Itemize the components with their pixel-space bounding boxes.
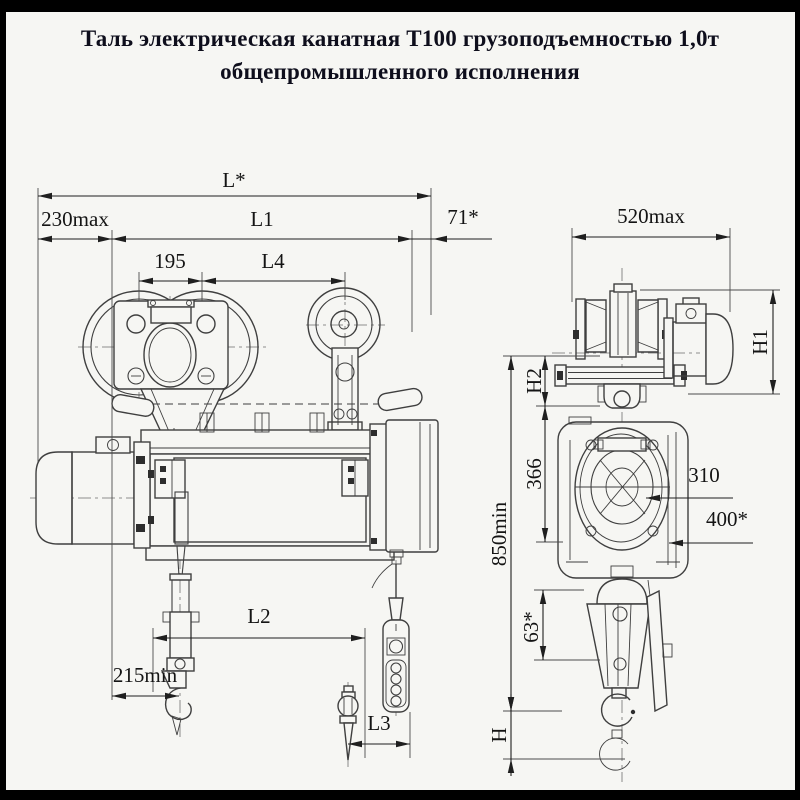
travel-motor xyxy=(663,297,734,385)
dim-label: 400* xyxy=(706,507,748,531)
dim-l4: L4 xyxy=(202,249,345,285)
trolley-wheel-right xyxy=(307,287,381,434)
pendant-button xyxy=(390,662,402,674)
electric-cabinet xyxy=(369,419,439,598)
dim-850min: 850min xyxy=(487,356,515,711)
title-line-1: Таль электрическая канатная Т100 грузопо… xyxy=(80,26,720,51)
dim-label: H xyxy=(487,727,511,742)
dim-label: L4 xyxy=(261,249,285,273)
rope-guide-clamp-right xyxy=(341,459,369,497)
dim-label: 215min xyxy=(113,663,178,687)
dim-label: L2 xyxy=(247,604,270,628)
side-view xyxy=(552,268,734,782)
dim-label: 850min xyxy=(487,501,511,566)
drawing-title: Таль электрическая канатная Т100 грузопо… xyxy=(0,22,800,88)
pendant-button xyxy=(390,673,402,685)
dim-l1: L1 xyxy=(112,207,412,243)
dim-label: H2 xyxy=(522,368,546,394)
pendant-control xyxy=(382,597,410,713)
hoist-body xyxy=(145,453,395,561)
trolley-top-box xyxy=(147,299,195,324)
dim-71: 71* xyxy=(412,205,492,243)
dim-l3: L3 xyxy=(348,711,410,748)
dim-label: 230max xyxy=(41,207,109,231)
dim-h2: H2 xyxy=(522,356,549,406)
pendant-button xyxy=(390,684,402,696)
dim-label: 366 xyxy=(522,458,546,490)
estop-button xyxy=(388,639,404,654)
hook-block-side xyxy=(586,578,673,727)
phantom-hook-lowered xyxy=(599,729,631,771)
dim-195: 195 xyxy=(139,249,202,285)
dim-label: 520max xyxy=(617,204,685,228)
dim-366: 366 xyxy=(522,406,549,542)
dim-label: 63* xyxy=(519,611,543,643)
dim-label: L* xyxy=(222,168,245,192)
dim-l2: L2 xyxy=(153,604,365,642)
dim-520max: 520max xyxy=(572,204,730,241)
hook-assembly-front xyxy=(160,545,200,736)
pendant-button xyxy=(390,695,402,707)
title-line-2: общепромышленного исполнения xyxy=(220,59,580,84)
dim-label: 310 xyxy=(688,463,720,487)
dim-label: L3 xyxy=(367,711,390,735)
cable-weight xyxy=(337,682,359,770)
dim-label: L1 xyxy=(250,207,273,231)
dim-overall-length: L* xyxy=(38,168,431,200)
hook-side xyxy=(600,693,633,727)
front-view xyxy=(30,285,439,770)
dimensions-side: 520max H1 H2 366 850min 63* H xyxy=(487,204,780,776)
dimensions-front: L* 230max L1 71* 195 L4 L2 215mi xyxy=(37,168,492,758)
dim-230max: 230max xyxy=(38,207,112,243)
dim-63: 63* xyxy=(519,590,547,660)
suspension-pin-side xyxy=(597,383,647,409)
dim-h1: H1 xyxy=(748,290,777,394)
dim-label: H1 xyxy=(748,329,772,355)
rope-guide-clamp-left xyxy=(154,459,189,545)
dim-310: 310 xyxy=(646,463,733,502)
dim-label: 195 xyxy=(154,249,186,273)
lift-motor xyxy=(35,436,154,549)
drum-housing-end xyxy=(557,416,689,579)
dim-215min: 215min xyxy=(112,663,179,700)
dim-400: 400* xyxy=(669,507,753,547)
handle-right xyxy=(377,387,423,412)
dim-label: 71* xyxy=(447,205,479,229)
dim-h: H xyxy=(487,694,515,776)
